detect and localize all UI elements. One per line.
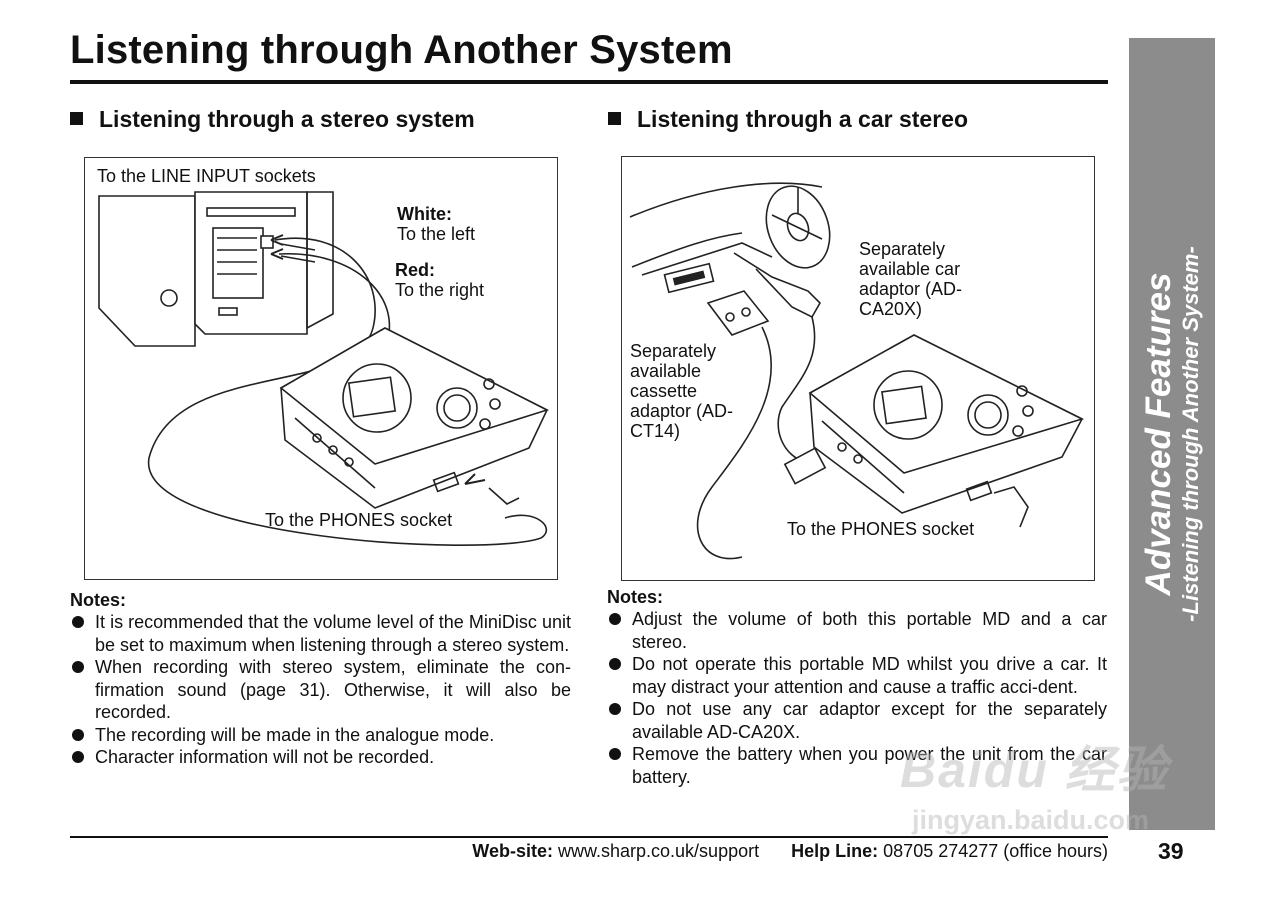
footer-contact: Web-site: www.sharp.co.uk/support Help L… (472, 841, 1108, 862)
title-rule (70, 80, 1108, 84)
helpline-number: 08705 274277 (office hours) (883, 841, 1108, 861)
list-item: It is recommended that the volume level … (70, 611, 571, 656)
bullet-icon (72, 661, 84, 673)
website-label: Web-site: (472, 841, 553, 861)
page-number: 39 (1158, 838, 1184, 864)
stereo-illustration (98, 191, 550, 546)
stereo-notes-list: It is recommended that the volume level … (70, 611, 571, 769)
bullet-icon (72, 728, 84, 741)
square-bullet-icon (608, 112, 621, 125)
list-item: The recording will be made in the analog… (70, 724, 571, 747)
red-text: To the right (395, 280, 485, 300)
helpline-label: Help Line: (791, 841, 879, 861)
car-adaptor-label: Separately available car adaptor (AD-CA2… (859, 239, 963, 319)
stereo-system-figure: To the LINE INPUT sockets White: To the … (84, 157, 558, 580)
car-illustration (629, 182, 1085, 560)
white-title: White: (397, 204, 452, 224)
stereo-section-heading: Listening through a stereo system (70, 106, 475, 133)
list-item: When recording with stereo system, elimi… (70, 656, 571, 724)
car-section-heading: Listening through a car stereo (608, 106, 968, 133)
car-notes-list: Adjust the volume of both this portable … (607, 608, 1107, 788)
side-tab-text: Advanced Features -Listening through Ano… (1139, 246, 1204, 622)
list-item: Character information will not be record… (70, 746, 571, 769)
line-input-label: To the LINE INPUT sockets (97, 166, 316, 186)
stereo-notes-heading: Notes: (70, 590, 127, 610)
side-tab-title: Advanced Features (1139, 272, 1178, 596)
bullet-icon (609, 703, 621, 715)
bullet-icon (72, 751, 84, 763)
cassette-adaptor-label: Separately available cassette adaptor (A… (630, 341, 734, 441)
car-stereo-figure: Separately available car adaptor (AD-CA2… (621, 156, 1095, 581)
baidu-watermark: Baidu 经验 (900, 742, 1169, 798)
side-tab-subtitle: -Listening through Another System- (1178, 246, 1203, 622)
white-text: To the left (397, 224, 476, 244)
bullet-icon (609, 658, 621, 670)
list-item: Do not operate this portable MD whilst y… (607, 653, 1107, 698)
phones-socket-label: To the PHONES socket (265, 510, 453, 530)
baidu-watermark-url: jingyan.baidu.com (912, 805, 1150, 835)
bullet-icon (609, 613, 621, 625)
list-item: Remove the battery when you power the un… (607, 743, 1107, 788)
red-title: Red: (395, 260, 435, 280)
list-item: Adjust the volume of both this portable … (607, 608, 1107, 653)
chapter-side-tab: Advanced Features -Listening through Ano… (1129, 38, 1215, 830)
square-bullet-icon (70, 112, 83, 125)
bullet-icon (609, 748, 621, 760)
page-title: Listening through Another System (70, 28, 733, 72)
bullet-icon (72, 616, 84, 628)
footer-rule (70, 836, 1108, 838)
car-notes-heading: Notes: (607, 587, 664, 607)
website-link[interactable]: www.sharp.co.uk/support (558, 841, 760, 861)
list-item: Do not use any car adaptor except for th… (607, 698, 1107, 743)
phones-socket-label: To the PHONES socket (787, 519, 975, 539)
